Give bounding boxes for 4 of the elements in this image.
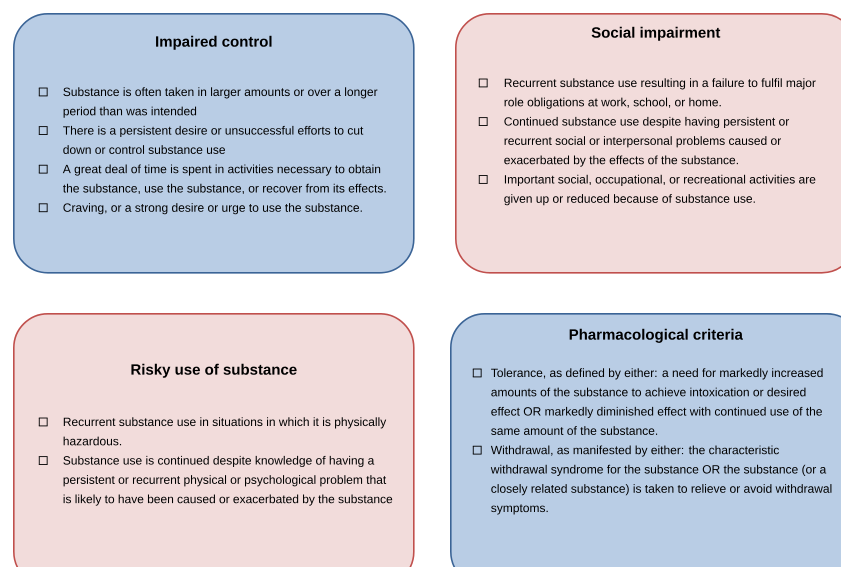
criteria-card: Impaired control Substance is often taken in larger amounts or over a longer period than was intended There is a persistent desire or unsuccessful efforts to cut down or control substance use A great deal of time is spent in activities necessary to obtain the substance, use the substance, or recover from its effects. Craving, or a strong desire or urge to use the substance. — [13, 13, 415, 274]
criteria-card: Pharmacological criteria Tolerance, as defined by either: a need for markedly increased amounts of the substance to achieve intoxication or desired effect OR markedly diminished effect with continued use of the same amount of the substance. Withdrawal, as manifested by either: the characteristic withdrawal syndrome for the substance OR the substance (or a closely related substance) is taken to relieve or avoid withdrawal symptoms. — [450, 313, 841, 567]
criteria-card: Risky use of substance Recurrent substance use in situations in which it is physically hazardous. Substance use is continued despite knowledge of having a persistent or recurrent physical or psychological problem that is likely to have been caused or exacerbated by the substance — [13, 313, 415, 567]
criteria-card: Social impairment Recurrent substance use resulting in a failure to fulfil major role obligations at work, school, or home. Continued substance use despite having persistent or recurrent social or interpersonal problems caused or exacerbated by the effects of the substance. Important social, occupational, or recreational activities are given up or reduced because of substance use. — [455, 13, 841, 274]
